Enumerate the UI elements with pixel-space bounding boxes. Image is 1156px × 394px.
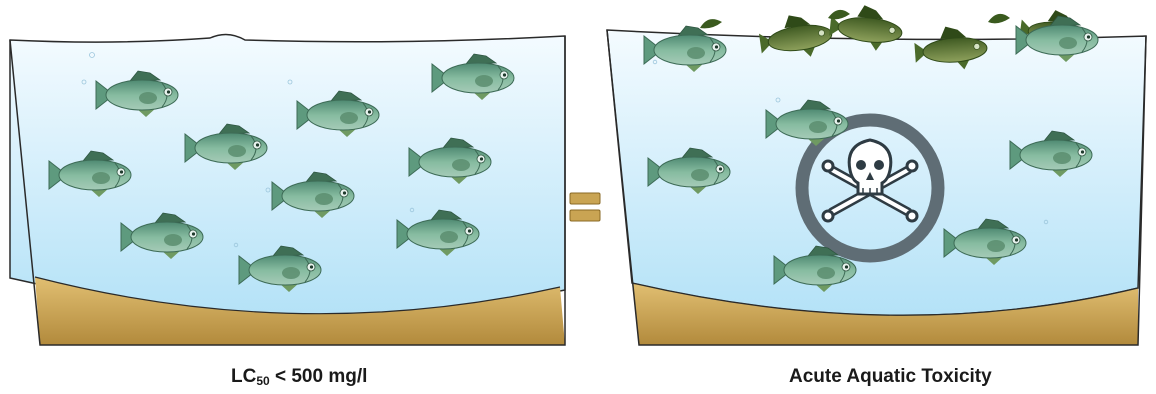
lc-threshold: < 500 mg/l: [270, 366, 368, 387]
left-tank: [10, 34, 565, 345]
lc50-caption: LC50 < 500 mg/l: [231, 366, 367, 388]
right-tank: [607, 2, 1146, 345]
equals-icon: [570, 193, 600, 221]
lc-subscript: 50: [256, 374, 269, 388]
acute-toxicity-caption: Acute Aquatic Toxicity: [789, 366, 992, 388]
lc-label: LC: [231, 366, 256, 387]
